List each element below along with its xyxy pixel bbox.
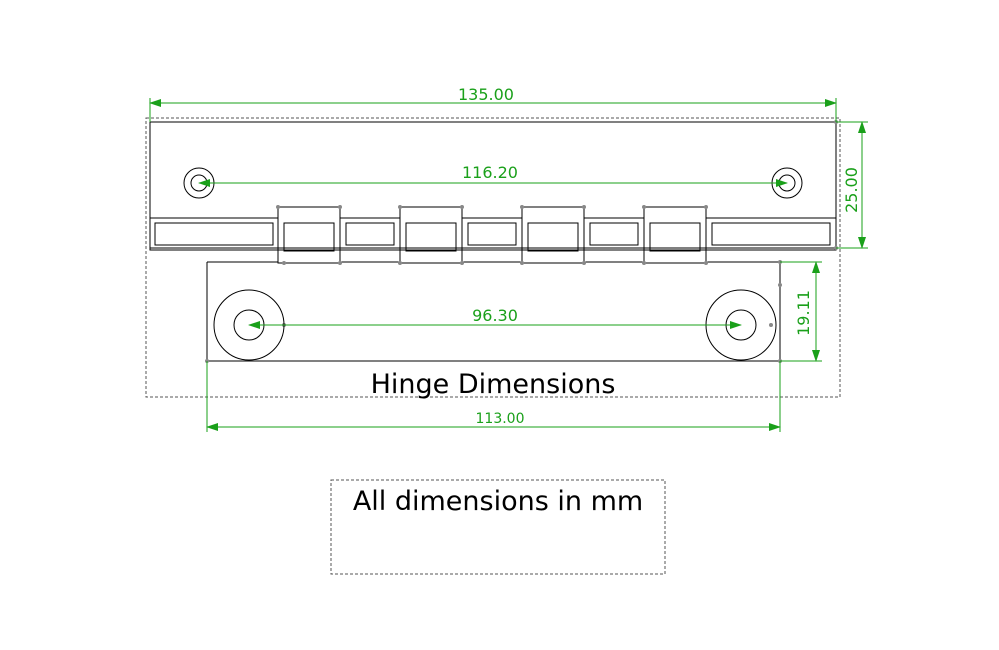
dim-bottom-leaf-width-label: 113.00 bbox=[476, 411, 525, 427]
note-box bbox=[330, 479, 666, 575]
drawing-title: Hinge Dimensions bbox=[371, 369, 616, 400]
bottom-leaf bbox=[206, 249, 781, 362]
dim-bottom-leaf-width bbox=[206, 361, 781, 432]
top-leaf bbox=[149, 121, 837, 249]
dim-overall-width-label: 135.00 bbox=[458, 85, 514, 104]
dim-hole-spacing-top-label: 116.20 bbox=[462, 163, 518, 182]
knuckle-row bbox=[149, 206, 837, 264]
drawing-frame bbox=[145, 117, 841, 398]
dim-top-leaf-height-label: 25.00 bbox=[842, 167, 861, 213]
dim-hole-spacing-bottom-label: 96.30 bbox=[472, 306, 518, 325]
dim-top-leaf-height bbox=[836, 121, 868, 249]
dim-bottom-leaf-height bbox=[780, 261, 822, 362]
units-note: All dimensions in mm bbox=[353, 486, 643, 517]
dim-overall-width bbox=[149, 98, 837, 122]
dim-bottom-leaf-height-label: 19.11 bbox=[794, 290, 813, 336]
